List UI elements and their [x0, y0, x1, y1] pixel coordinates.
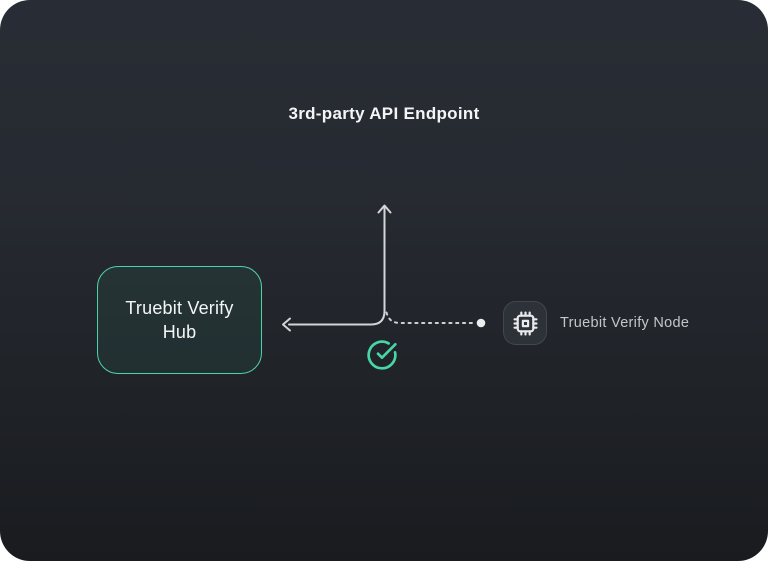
hub-label: Truebit Verify Hub: [125, 296, 233, 344]
node-label: Truebit Verify Node: [560, 315, 690, 331]
solid-connector-path: [288, 206, 386, 326]
endpoint-dot-icon: [476, 318, 486, 328]
node-icon-container: [503, 301, 547, 345]
hub-label-line1: Truebit Verify: [125, 298, 234, 318]
truebit-verify-hub-box: Truebit Verify Hub: [97, 266, 262, 374]
hub-label-line2: Hub: [162, 322, 197, 342]
dotted-connector-path: [385, 311, 475, 324]
arrow-up-head-icon: [377, 204, 392, 214]
truebit-verify-node: Truebit Verify Node: [503, 301, 689, 345]
check-circle-icon: [367, 340, 397, 370]
diagram-title: 3rd-party API Endpoint: [288, 104, 480, 123]
cpu-chip-icon: [512, 310, 538, 336]
arrow-left-head-icon: [282, 317, 291, 332]
